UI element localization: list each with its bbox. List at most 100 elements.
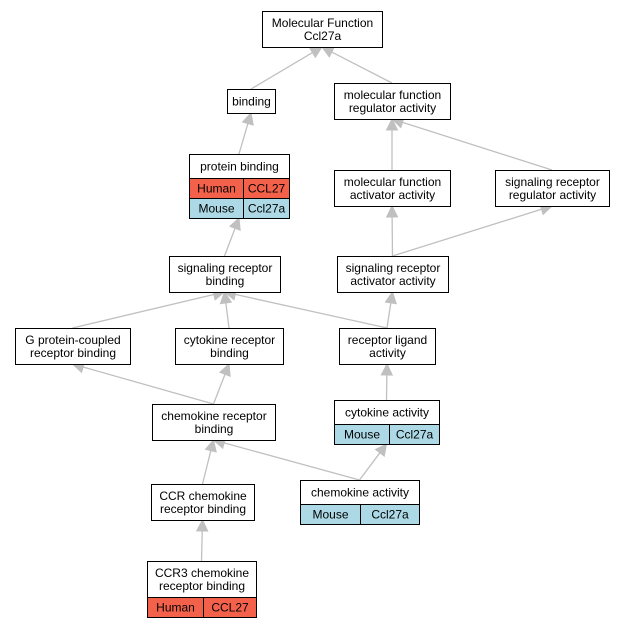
edge-rla-to-srb <box>235 293 388 329</box>
node-label: signaling receptor <box>178 261 273 275</box>
node-label: signaling receptor <box>505 175 600 189</box>
species-label: Human <box>197 182 236 196</box>
node-box <box>300 480 420 505</box>
gene-label: Ccl27a <box>396 428 434 442</box>
node-box <box>334 83 451 120</box>
node-box <box>15 328 131 365</box>
edge-srra-to-mfra <box>402 121 553 171</box>
species-label: Human <box>156 601 195 615</box>
node-label: receptor binding <box>160 502 246 516</box>
node-box <box>334 170 451 207</box>
node-label: protein binding <box>200 160 279 174</box>
node-label: receptor binding <box>159 579 245 593</box>
edge-pb-to-binding <box>238 123 249 155</box>
node-label: molecular function <box>344 175 441 189</box>
arrowhead-cha-to-ca <box>374 443 388 457</box>
arrowhead-sraa-to-mfaa <box>385 204 399 218</box>
node-box <box>189 154 290 179</box>
node-box <box>152 404 276 441</box>
node-box <box>495 170 610 207</box>
node-box <box>262 11 383 48</box>
node-label: activator activity <box>350 274 435 288</box>
node-label: regulator activity <box>349 101 436 115</box>
arrowhead-pb-to-binding <box>241 111 254 126</box>
node-label: activator activity <box>350 188 435 202</box>
arrowhead-srb-to-pb <box>228 216 241 231</box>
node-label: receptor ligand <box>348 333 427 347</box>
node-box <box>227 89 276 114</box>
gene-cell <box>243 198 290 219</box>
node-label: cytokine activity <box>345 406 429 420</box>
node-label: G protein-coupled <box>25 333 120 347</box>
edge-ccr-to-chrb <box>201 450 212 485</box>
edge-srb-to-pb <box>223 228 236 257</box>
edge-sraa-to-srra <box>392 208 542 257</box>
arrowhead-crb-to-srb <box>219 290 233 305</box>
edge-cha-to-chrb <box>223 442 360 481</box>
node-label: binding <box>195 422 234 436</box>
node-label: chemokine activity <box>311 486 409 500</box>
node-label: activity <box>369 346 406 360</box>
arrowhead-ca-to-rla <box>380 362 394 376</box>
gene-label: Ccl27a <box>248 202 286 216</box>
node-label: molecular function <box>344 88 441 102</box>
node-label: binding <box>210 346 249 360</box>
species-label: Mouse <box>312 508 348 522</box>
gene-cell <box>360 504 420 525</box>
edge-rla-to-sraa <box>386 302 392 329</box>
arrowhead-chrb-to-crb <box>218 362 231 377</box>
node-label: cytokine receptor <box>184 333 275 347</box>
species-label: Mouse <box>344 428 380 442</box>
node-label: chemokine receptor <box>161 409 266 423</box>
node-label: regulator activity <box>509 188 596 202</box>
node-box <box>151 484 255 521</box>
node-label: CCR3 chemokine <box>155 566 249 580</box>
node-box <box>334 400 440 425</box>
node-label: CCR chemokine <box>159 489 247 503</box>
node-box <box>169 256 281 293</box>
edge-chrb-to-crb <box>212 374 226 405</box>
node-label: receptor binding <box>30 346 116 360</box>
edge-ccr3-to-ccr <box>200 530 203 562</box>
gene-label: Ccl27a <box>371 508 409 522</box>
edge-chrb-to-gpcr <box>82 366 214 405</box>
node-label: Molecular Function <box>272 16 373 30</box>
node-label: Ccl27a <box>304 29 342 43</box>
edge-crb-to-srb <box>225 302 230 329</box>
node-label: binding <box>232 95 271 109</box>
arrowhead-binding-to-root <box>308 46 323 59</box>
edge-gpcr-to-srb <box>72 293 214 329</box>
gene-cell <box>389 424 440 445</box>
gene-cell <box>203 597 257 618</box>
arrowhead-ccr-to-chrb <box>204 438 217 453</box>
node-box <box>339 328 436 365</box>
node-box <box>147 561 257 598</box>
gene-label: CCL27 <box>211 601 249 615</box>
node-label: signaling receptor <box>346 261 441 275</box>
edge-cha-to-ca <box>358 452 381 481</box>
node-label: binding <box>206 274 245 288</box>
node-box <box>175 328 284 365</box>
arrowhead-mfaa-to-mfra <box>385 117 399 131</box>
node-binding[interactable]: binding <box>227 89 276 114</box>
node-box <box>337 256 449 293</box>
species-label: Mouse <box>198 202 234 216</box>
gene-label: CCL27 <box>248 182 286 196</box>
